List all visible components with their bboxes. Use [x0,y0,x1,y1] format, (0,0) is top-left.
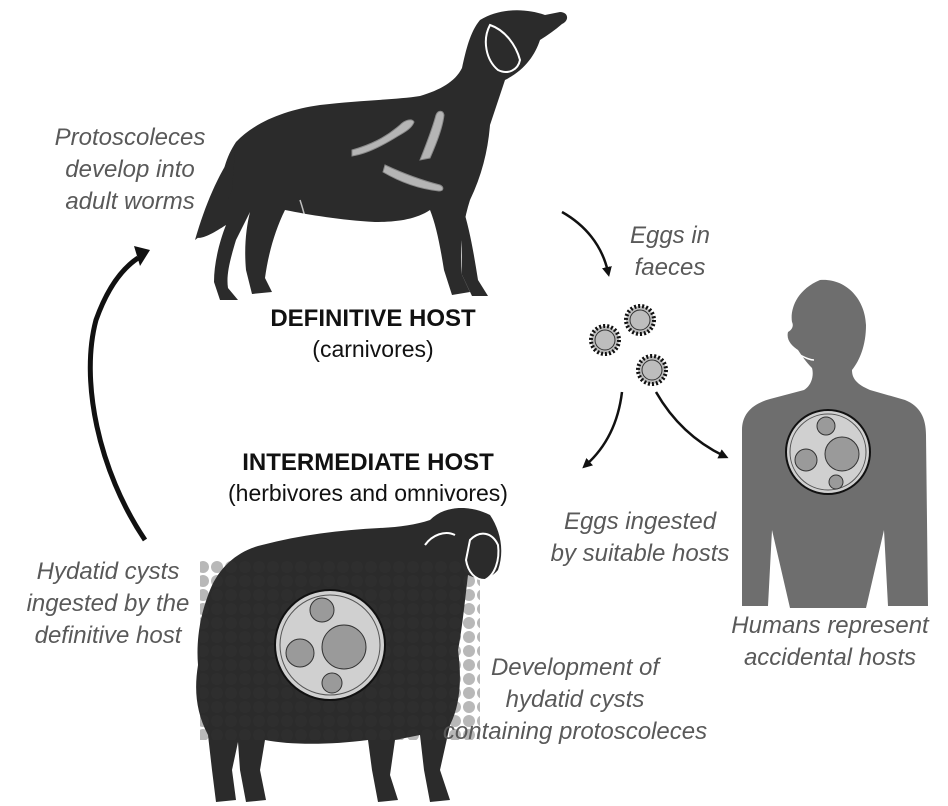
hydatid-cyst-icon [275,590,385,700]
hydatid-cyst-icon [786,410,870,494]
protoscoleces-line-2: develop into [20,154,240,186]
intermediate-host-title: INTERMEDIATE HOST [198,448,538,478]
egg-icon [591,306,666,384]
hydatid-ingested-label: Hydatid cysts ingested by the definitive… [8,556,208,652]
eggs-faeces-label: Eggs in faeces [600,220,740,284]
development-label: Development of hydatid cysts containing … [430,652,720,748]
eggs-ingested-line-2: by suitable hosts [520,538,760,570]
humans-line-1: Humans represent [712,610,948,642]
humans-line-2: accidental hosts [712,642,948,674]
development-line-3: containing protoscoleces [430,716,720,748]
humans-label: Humans represent accidental hosts [712,610,948,674]
protoscoleces-label: Protoscoleces develop into adult worms [20,122,240,218]
protoscoleces-line-1: Protoscoleces [20,122,240,154]
development-line-2: hydatid cysts [430,684,720,716]
arrow-icon [90,246,150,540]
eggs-faeces-line-2: faeces [600,252,740,284]
protoscoleces-line-3: adult worms [20,186,240,218]
dog-silhouette-icon [195,10,567,300]
eggs-ingested-label: Eggs ingested by suitable hosts [520,506,760,570]
hydatid-ingested-line-3: definitive host [8,620,208,652]
definitive-host-title: DEFINITIVE HOST [258,304,488,334]
definitive-host-subtitle: (carnivores) [258,334,488,364]
development-line-1: Development of [430,652,720,684]
hydatid-ingested-line-2: ingested by the [8,588,208,620]
eggs-faeces-line-1: Eggs in [600,220,740,252]
eggs-ingested-line-1: Eggs ingested [520,506,760,538]
hydatid-ingested-line-1: Hydatid cysts [8,556,208,588]
intermediate-host-subtitle: (herbivores and omnivores) [178,478,558,508]
